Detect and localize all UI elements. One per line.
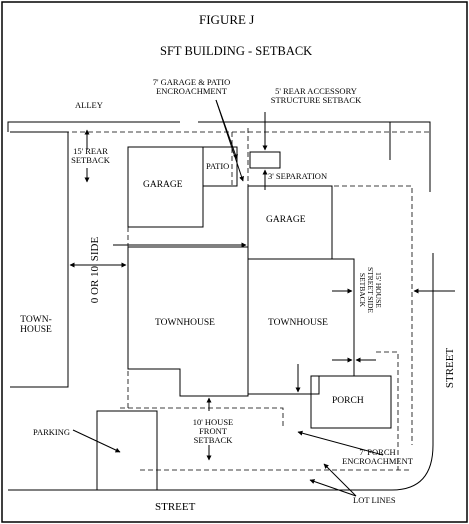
garage-patio-encroachment-label: 7' GARAGE & PATIO ENCROACHMENT [152,77,231,96]
alley-label: ALLEY [75,100,103,110]
alley-fence-right [198,121,431,192]
street-bottom-label: STREET [155,501,196,513]
alley-fence-left [7,121,180,132]
figure-subtitle: SFT BUILDING - SETBACK [160,44,313,58]
arrow-encroachment-2 [215,99,244,182]
porch-encroachment-line [376,351,399,470]
lot-lines-label: LOT LINES [353,495,396,505]
patio-outline [203,146,238,187]
front-setback-label: 10' HOUSE FRONT SETBACK [192,417,234,445]
patio-label: PATIO [206,161,230,171]
arrow-parking [72,429,121,453]
street-side-setback-label: 15' HOUSE STREET SIDE SETBACK [358,267,383,313]
porch-label: PORCH [332,396,364,406]
rear-setback-label: 15' REAR SETBACK [71,146,110,165]
rear-accessory-setback-label: 5' REAR ACCESSORY STRUCTURE SETBACK [270,86,362,105]
garage-left-label: GARAGE [143,180,183,190]
street-side-setback-line [318,185,413,445]
neighbor-townhouse-label: TOWN- HOUSE [20,315,52,335]
arrow-porch-encroachment [297,430,384,456]
front-setback-line [120,407,284,428]
porch-outline [310,375,392,429]
garage-right-label: GARAGE [266,215,306,225]
separation-label: 3' SEPARATION [268,171,328,181]
arrow-lot-lines-2 [323,463,357,497]
street-curb [8,253,434,491]
townhouse-left-label: TOWNHOUSE [155,318,215,328]
figure-title: FIGURE J [199,12,255,27]
parking-outline [96,410,158,490]
side-setback-label: 0 OR 10' SIDE [89,236,102,304]
street-right-label: STREET [444,347,457,389]
townhouse-right-label: TOWNHOUSE [268,318,328,328]
neighbor-townhouse-outline [10,131,69,388]
accessory-structure-outline [249,151,281,169]
porch-encroachment-label: 7' PORCH ENCROACHMENT [342,447,413,466]
parking-label: PARKING [33,427,71,437]
arrow-lot-lines-1 [309,479,357,497]
